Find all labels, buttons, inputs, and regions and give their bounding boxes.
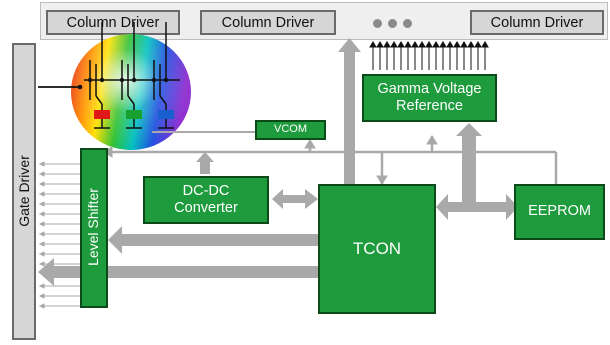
gamma-line-2: Reference [396,98,463,114]
vcom-label: VCOM [274,123,307,136]
level-shifter-block [80,148,108,308]
vcom-bus [103,131,558,186]
tcon-label: TCON [352,238,402,258]
gamma-voltage-reference-block: Gamma Voltage Reference [362,74,497,122]
tcon-block: TCON [318,184,436,314]
level-shifter-label: Level Shifter [85,188,101,266]
column-driver-2-label: Column Driver [221,14,315,31]
dcdc-line-2: Converter [174,200,238,216]
gamma-line-1: Gamma Voltage [377,80,482,97]
pixel-circle [71,22,191,150]
dcdc-line-1: DC-DC [182,182,230,199]
gate-driver [12,43,36,340]
dcdc-converter-block: DC-DC Converter [143,176,269,224]
vcom-block: VCOM [255,120,326,140]
eeprom-block: EEPROM [514,184,605,240]
column-driver-2: Column Driver [200,10,336,35]
column-driver-3-label: Column Driver [490,14,584,31]
column-driver-1-label: Column Driver [66,14,160,31]
column-signal-arrows [369,41,489,70]
gate-to-pixel-arrow [38,84,83,90]
gate-output-lines [38,161,80,309]
column-driver-1: Column Driver [46,10,180,35]
eeprom-label: EEPROM [528,203,591,220]
ellipsis-dots [373,19,413,29]
bus-arrows [38,38,518,286]
column-driver-3: Column Driver [470,10,604,35]
